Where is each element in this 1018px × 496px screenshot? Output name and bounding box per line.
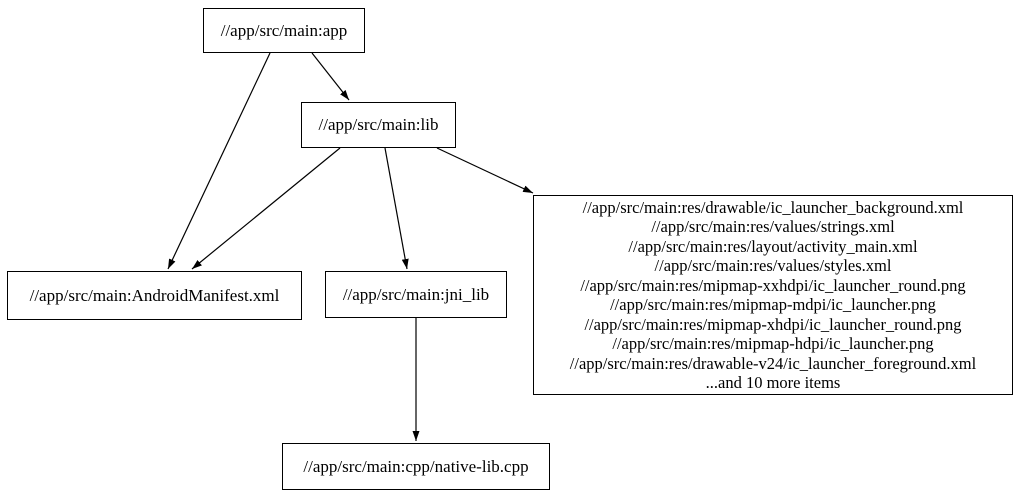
node-native-lib-cpp-label: //app/src/main:cpp/native-lib.cpp xyxy=(303,456,529,476)
node-jni-lib: //app/src/main:jni_lib xyxy=(325,271,507,318)
node-jni-lib-label: //app/src/main:jni_lib xyxy=(342,284,490,304)
res-item: //app/src/main:res/drawable-v24/ic_launc… xyxy=(569,353,977,373)
node-lib-label: //app/src/main:lib xyxy=(318,115,439,134)
edge-lib-jni xyxy=(384,147,409,270)
node-app-label: //app/src/main:app xyxy=(220,20,348,40)
res-item: //app/src/main:res/values/strings.xml xyxy=(651,217,895,236)
res-item: //app/src/main:res/values/styles.xml xyxy=(654,256,892,275)
edge-lib-res xyxy=(436,147,534,194)
res-item: //app/src/main:res/mipmap-mdpi/ic_launch… xyxy=(610,295,936,314)
node-android-manifest: //app/src/main:AndroidManifest.xml xyxy=(7,271,302,320)
node-app: //app/src/main:app xyxy=(203,8,365,53)
node-android-manifest-label: //app/src/main:AndroidManifest.xml xyxy=(29,285,280,305)
edge-lib-manifest xyxy=(191,147,341,270)
res-item: //app/src/main:res/mipmap-xhdpi/ic_launc… xyxy=(584,314,962,334)
node-res-group: //app/src/main:res/drawable/ic_launcher_… xyxy=(533,195,1013,395)
res-item: //app/src/main:res/mipmap-hdpi/ic_launch… xyxy=(612,334,934,353)
res-group-more-items: ...and 10 more items xyxy=(705,373,841,392)
res-item: //app/src/main:res/drawable/ic_launcher_… xyxy=(582,197,964,217)
node-lib: //app/src/main:lib xyxy=(301,102,456,148)
node-native-lib-cpp: //app/src/main:cpp/native-lib.cpp xyxy=(282,443,550,490)
res-item: //app/src/main:res/layout/activity_main.… xyxy=(628,236,918,256)
edge-app-lib xyxy=(311,52,350,101)
edge-app-manifest xyxy=(167,52,271,270)
res-item: //app/src/main:res/mipmap-xxhdpi/ic_laun… xyxy=(580,275,966,295)
